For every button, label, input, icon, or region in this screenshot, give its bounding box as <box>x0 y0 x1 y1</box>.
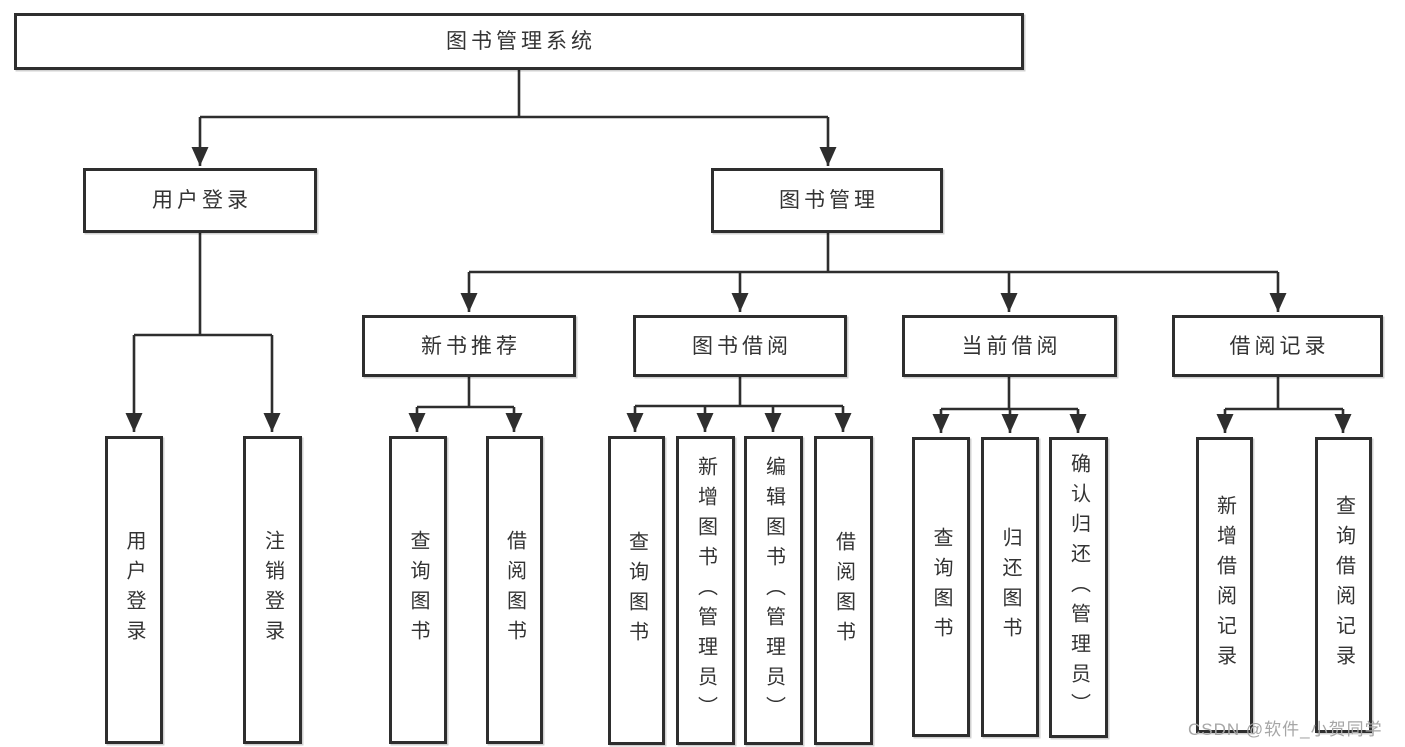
leaf-borrow-books-2-label: 借阅图书 <box>832 530 855 651</box>
node-book-management: 图书管理 <box>711 168 943 233</box>
node-borrow-records-label: 借阅记录 <box>1229 334 1330 358</box>
leaf-query-borrow-record: 查询借阅记录 <box>1315 437 1372 733</box>
leaf-return-book-label: 归还图书 <box>999 527 1021 647</box>
leaf-borrow-books-1: 借阅图书 <box>486 436 543 744</box>
node-borrow-records: 借阅记录 <box>1172 315 1383 377</box>
node-new-book-recommend: 新书推荐 <box>362 315 576 377</box>
leaf-query-books-3: 查询图书 <box>912 437 970 737</box>
node-current-borrow-label: 当前借阅 <box>961 334 1062 358</box>
node-current-borrow: 当前借阅 <box>902 315 1117 377</box>
leaf-add-borrow-record: 新增借阅记录 <box>1196 437 1253 733</box>
node-user-login: 用户登录 <box>83 168 317 233</box>
leaf-edit-book-admin-label: 编辑图书（管理员） <box>762 455 785 726</box>
connector-borrow-records-branch <box>1225 377 1343 411</box>
leaf-logout-label: 注销登录 <box>261 530 284 650</box>
leaf-query-books-3-label: 查询图书 <box>930 527 952 647</box>
node-book-management-label: 图书管理 <box>779 189 879 212</box>
connector-current-borrow-branch <box>941 377 1078 411</box>
leaf-query-books-1-label: 查询图书 <box>407 530 429 650</box>
node-root: 图书管理系统 <box>14 13 1024 70</box>
connector-root-branch <box>200 70 828 119</box>
leaf-return-book: 归还图书 <box>981 437 1039 737</box>
leaf-add-borrow-record-label: 新增借阅记录 <box>1213 495 1236 675</box>
node-book-borrow-label: 图书借阅 <box>692 334 792 358</box>
connector-user-login-branch <box>134 232 272 337</box>
leaf-logout: 注销登录 <box>243 436 302 744</box>
leaf-query-books-2: 查询图书 <box>608 436 665 745</box>
watermark: CSDN @软件_小贺同学 <box>1188 720 1383 739</box>
node-root-label: 图书管理系统 <box>446 30 596 53</box>
node-book-borrow: 图书借阅 <box>633 315 847 377</box>
leaf-query-books-2-label: 查询图书 <box>625 530 648 651</box>
leaf-user-login: 用户登录 <box>105 436 163 744</box>
connector-book-borrow-branch <box>635 377 843 408</box>
leaf-add-book-admin: 新增图书（管理员） <box>676 436 735 745</box>
leaf-query-books-1: 查询图书 <box>389 436 447 744</box>
node-user-login-label: 用户登录 <box>152 189 252 212</box>
node-new-book-recommend-label: 新书推荐 <box>421 334 521 358</box>
leaf-add-book-admin-label: 新增图书（管理员） <box>694 455 717 726</box>
connector-book-mgmt-branch <box>469 232 1278 274</box>
leaf-confirm-return-admin: 确认归还（管理员） <box>1049 437 1108 738</box>
connector-new-book-branch <box>417 377 514 409</box>
leaf-borrow-books-1-label: 借阅图书 <box>503 530 526 650</box>
leaf-query-borrow-record-label: 查询借阅记录 <box>1332 495 1355 675</box>
leaf-borrow-books-2: 借阅图书 <box>814 436 873 745</box>
leaf-confirm-return-admin-label: 确认归还（管理员） <box>1067 452 1090 723</box>
leaf-user-login-label: 用户登录 <box>123 530 145 650</box>
leaf-edit-book-admin: 编辑图书（管理员） <box>744 436 803 745</box>
